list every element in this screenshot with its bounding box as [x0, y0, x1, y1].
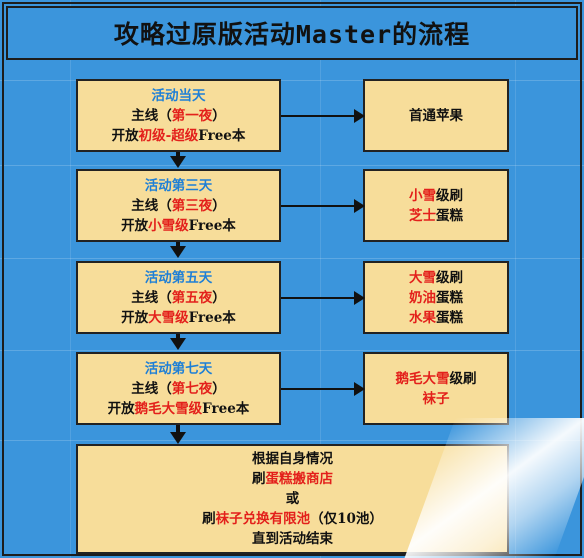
arrow-down-icon: [170, 246, 186, 258]
step-box-4: 活动第七天 主线（第七夜） 开放鹅毛大雪级Free本: [76, 352, 281, 425]
step-main: 主线（第五夜）: [131, 289, 226, 306]
step-day: 活动第五天: [144, 269, 213, 286]
step-day: 活动第七天: [144, 360, 213, 377]
result-line: 水果蛋糕: [409, 309, 463, 326]
step-open: 开放小雪级Free本: [121, 217, 236, 234]
step-box-3: 活动第五天 主线（第五夜） 开放大雪级Free本: [76, 261, 281, 334]
arrow-stem: [176, 425, 180, 434]
arrow-right-icon: [281, 109, 365, 123]
gridline: [0, 165, 584, 166]
arrow-down-icon: [170, 432, 186, 444]
result-box-4: 鹅毛大雪级刷 袜子: [363, 352, 509, 425]
arrow-stem: [176, 152, 180, 158]
gridline: [0, 80, 584, 81]
final-line: 根据自身情况: [252, 451, 333, 467]
step-main: 主线（第三夜）: [131, 197, 226, 214]
arrow-right-icon: [281, 291, 365, 305]
arrow-right-icon: [281, 382, 365, 396]
gridline: [70, 0, 71, 558]
result-text: 首通苹果: [409, 107, 463, 124]
gridline: [320, 0, 321, 558]
final-line: 或: [285, 491, 300, 507]
final-box: 根据自身情况 刷蛋糕搬商店 或 刷袜子兑换有限池（仅10池） 直到活动结束: [76, 444, 509, 554]
result-line: 鹅毛大雪级刷: [395, 370, 477, 387]
result-box-1: 首通苹果: [363, 79, 509, 152]
step-day: 活动第三天: [144, 177, 213, 194]
step-open: 开放初级-超级Free本: [111, 127, 246, 144]
step-box-2: 活动第三天 主线（第三夜） 开放小雪级Free本: [76, 169, 281, 242]
result-box-2: 小雪级刷 芝士蛋糕: [363, 169, 509, 242]
arrow-stem: [176, 242, 180, 248]
gridline: [515, 0, 516, 558]
page-title: 攻略过原版活动Master的流程: [113, 20, 471, 49]
result-line: 奶油蛋糕: [409, 289, 463, 306]
step-main: 主线（第七夜）: [131, 380, 226, 397]
result-line: 袜子: [422, 390, 450, 407]
gridline: [0, 258, 584, 259]
result-line: 小雪级刷: [409, 187, 463, 204]
final-line: 刷袜子兑换有限池（仅10池）: [202, 511, 383, 527]
result-line: 大雪级刷: [409, 269, 463, 286]
result-box-3: 大雪级刷 奶油蛋糕 水果蛋糕: [363, 261, 509, 334]
result-line: 芝士蛋糕: [409, 207, 463, 224]
arrow-down-icon: [170, 156, 186, 168]
final-line: 刷蛋糕搬商店: [252, 471, 333, 487]
gridline: [0, 350, 584, 351]
step-box-1: 活动当天 主线（第一夜） 开放初级-超级Free本: [76, 79, 281, 152]
title-box: 攻略过原版活动Master的流程: [6, 6, 578, 60]
arrow-stem: [176, 334, 180, 340]
arrow-down-icon: [170, 338, 186, 350]
step-open: 开放大雪级Free本: [121, 309, 236, 326]
arrow-right-icon: [281, 199, 365, 213]
final-line: 直到活动结束: [252, 531, 333, 547]
step-main: 主线（第一夜）: [131, 107, 226, 124]
step-open: 开放鹅毛大雪级Free本: [107, 400, 250, 417]
step-day: 活动当天: [151, 87, 206, 104]
gridline: [0, 440, 584, 441]
